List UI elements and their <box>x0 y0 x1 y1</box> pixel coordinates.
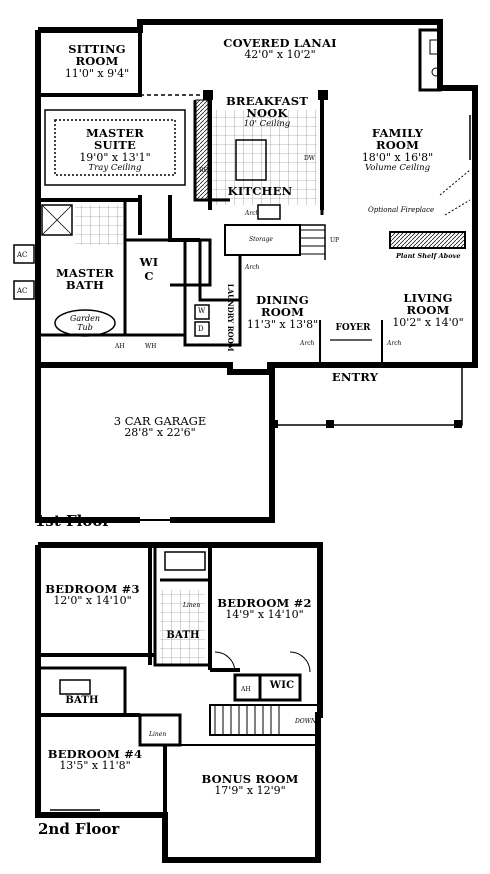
master-bath-name-1: MASTER <box>55 266 115 280</box>
bonus-room-name: BONUS ROOM <box>201 772 299 786</box>
sitting-room-label: SITTING ROOM 11'0" x 9'4" <box>52 43 142 80</box>
breakfast-nook-note: 10' Ceiling <box>243 118 291 129</box>
master-suite-label: MASTER SUITE 19'0" x 13'1" Tray Ceiling <box>65 127 165 173</box>
living-room-name-1: LIVING <box>403 291 453 305</box>
master-suite-name-1: MASTER <box>85 126 145 140</box>
dining-room-label: DINING ROOM 11'3" x 13'8" <box>245 294 320 331</box>
master-suite-dims: 19'0" x 13'1" <box>79 150 151 164</box>
living-room-name-2: ROOM <box>406 303 450 318</box>
dining-room-dims: 11'3" x 13'8" <box>246 317 319 331</box>
laundry-name: LAUNDRY ROOM <box>225 283 235 352</box>
master-bath-label: MASTER BATH <box>55 267 115 292</box>
master-suite-name-2: SUITE <box>93 138 137 153</box>
bath-2a-name: BATH <box>166 630 200 641</box>
bedroom-3-label: BEDROOM #3 12'0" x 14'10" <box>40 583 145 607</box>
garage-label: 3 CAR GARAGE 28'8" x 22'6" <box>100 415 220 439</box>
family-room-note: Volume Ceiling <box>364 162 431 173</box>
arch-label-2: Arch <box>245 210 260 217</box>
covered-lanai-dims: 42'0" x 10'2" <box>244 48 316 62</box>
entry-name: ENTRY <box>331 370 379 384</box>
kitchen-name: KITCHEN <box>227 184 293 198</box>
garden-tub-label: Garden Tub <box>62 314 108 332</box>
ac-label-1: AC <box>17 251 28 259</box>
arch-label-4: Arch <box>387 340 402 347</box>
master-bath-tile <box>75 205 123 245</box>
bedroom-2-name: BEDROOM #2 <box>217 596 312 610</box>
wic-2-name: WIC <box>269 680 295 691</box>
garden-tub-text-1: Garden <box>70 314 100 323</box>
bonus-room-label: BONUS ROOM 17'9" x 12'9" <box>200 773 300 797</box>
family-room-dims: 18'0" x 16'8" <box>361 150 434 164</box>
bedroom-2-dims: 14'9" x 14'10" <box>225 608 304 622</box>
ah-label-2: AH <box>241 686 251 693</box>
dining-room-name-2: ROOM <box>260 305 305 320</box>
arch-label-1: Arch <box>245 264 260 271</box>
master-suite-note: Tray Ceiling <box>88 162 142 173</box>
dw-label: DW <box>304 155 315 162</box>
optional-fireplace-label: Optional Fireplace <box>368 206 435 214</box>
garage-name: 3 CAR GARAGE <box>113 414 207 428</box>
breakfast-nook-name-1: BREAKFAST <box>225 94 309 108</box>
linen-label-1: Linen <box>183 602 201 609</box>
living-room-label: LIVING ROOM 10'2" x 14'0" <box>387 292 469 329</box>
sitting-room-dims: 11'0" x 9'4" <box>64 66 130 80</box>
family-room-name-1: FAMILY <box>371 126 424 140</box>
covered-lanai-label: COVERED LANAI 42'0" x 10'2" <box>205 37 355 61</box>
sitting-room-name-2: ROOM <box>75 54 119 69</box>
bonus-room-dims: 17'9" x 12'9" <box>214 784 286 798</box>
plant-shelf-label: Plant Shelf Above <box>396 252 461 260</box>
bath-2b-name: BATH <box>65 695 99 706</box>
second-floor-title: 2nd Floor <box>38 820 120 838</box>
down-label: DOWN <box>295 718 317 725</box>
ref-label: REF <box>199 167 213 174</box>
breakfast-nook-name-2: NOOK <box>246 106 288 121</box>
bedroom-4-dims: 13'5" x 11'8" <box>59 759 131 773</box>
wh-label: WH <box>145 343 157 350</box>
bedroom-4-label: BEDROOM #4 13'5" x 11'8" <box>45 748 145 772</box>
bedroom-2-label: BEDROOM #2 14'9" x 14'10" <box>212 597 317 621</box>
first-floor-title: 1st Floor <box>35 512 111 530</box>
linen-label-2: Linen <box>149 731 167 738</box>
second-floor-walls <box>35 542 323 863</box>
nook-tile <box>212 110 317 205</box>
bath-2-tile <box>160 590 205 665</box>
family-room-name-2: ROOM <box>375 138 420 153</box>
family-room-label: FAMILY ROOM 18'0" x 16'8" Volume Ceiling <box>350 127 445 173</box>
bedroom-3-dims: 12'0" x 14'10" <box>53 594 132 608</box>
ah-label-1: AH <box>115 343 125 350</box>
ac-units <box>13 244 35 300</box>
ac-label-2: AC <box>17 287 28 295</box>
first-floor-walls <box>35 19 478 523</box>
up-label: UP <box>330 237 340 244</box>
foyer-name: FOYER <box>335 323 371 333</box>
garden-tub-text-2: Tub <box>77 322 93 332</box>
covered-lanai-name: COVERED LANAI <box>223 36 337 50</box>
washer-label: W <box>198 307 206 315</box>
living-room-dims: 10'2" x 14'0" <box>392 315 464 329</box>
master-bath-name-2: BATH <box>65 278 105 293</box>
wic-1-name: WIC <box>139 255 159 284</box>
storage-label: Storage <box>249 236 273 243</box>
breakfast-nook-label: BREAKFAST NOOK 10' Ceiling <box>225 95 309 129</box>
sitting-room-name-1: SITTING <box>68 42 126 56</box>
bedroom-3-name: BEDROOM #3 <box>45 582 140 596</box>
bedroom-4-name: BEDROOM #4 <box>47 747 143 761</box>
garage-dims: 28'8" x 22'6" <box>124 426 196 440</box>
dining-room-name-1: DINING <box>256 293 309 307</box>
dryer-label: D <box>198 325 204 333</box>
arch-label-3: Arch <box>300 340 315 347</box>
